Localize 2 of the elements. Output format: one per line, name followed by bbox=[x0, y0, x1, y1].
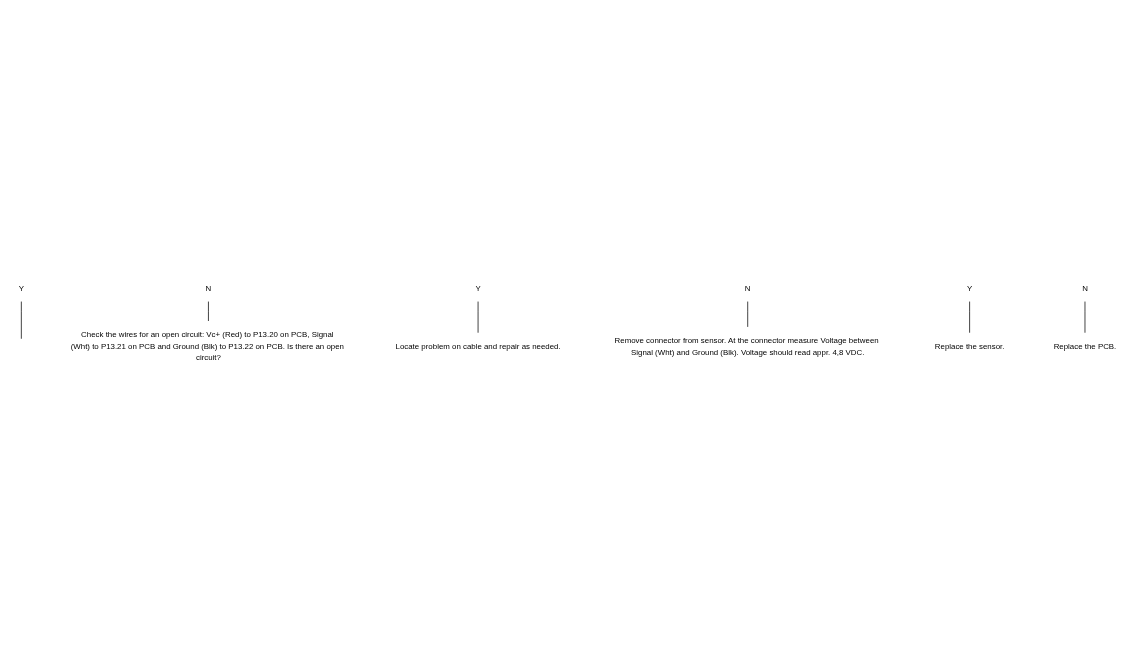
connector bbox=[208, 300, 209, 322]
connector bbox=[969, 300, 970, 334]
